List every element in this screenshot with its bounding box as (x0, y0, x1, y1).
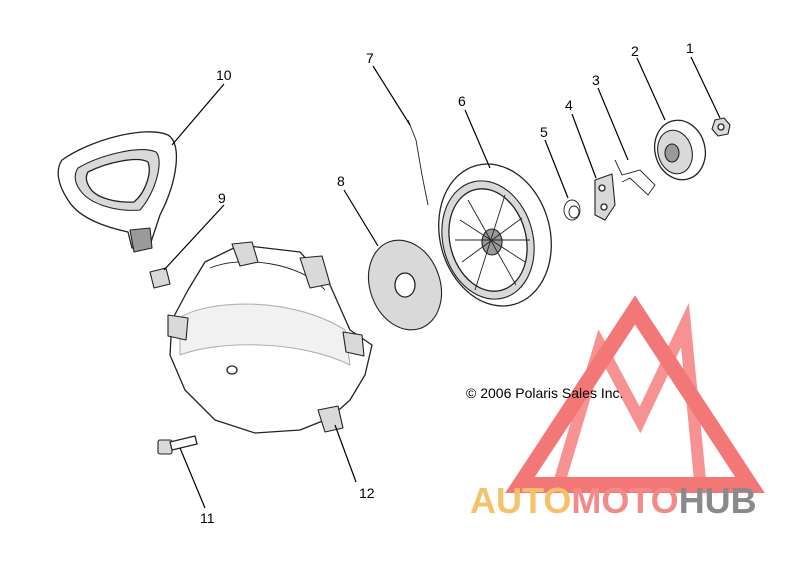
callout-12: 12 (359, 485, 375, 501)
part-7-rope (407, 119, 429, 206)
callout-3: 3 (592, 72, 600, 88)
part-3-clip (614, 159, 656, 196)
callout-10: 10 (216, 67, 232, 83)
part-10-handle (57, 131, 178, 253)
part-9-insert (149, 267, 171, 289)
part-5-spring (563, 199, 581, 221)
svg-text:AUTOMOTOHUB: AUTOMOTOHUB (470, 480, 757, 521)
part-12-housing (167, 241, 373, 434)
callout-4: 4 (565, 97, 573, 113)
part-6-pulley (438, 163, 552, 307)
callout-11: 11 (200, 510, 215, 526)
callout-6: 6 (458, 93, 466, 109)
watermark-hub: HUB (679, 480, 757, 521)
callout-labels: 1 2 3 4 5 6 7 8 9 10 11 12 (200, 40, 694, 526)
part-4-pawl (594, 173, 616, 221)
watermark-logo (505, 295, 765, 493)
watermark-moto: MOTO (571, 480, 678, 521)
copyright-text: © 2006 Polaris Sales Inc. (466, 385, 623, 401)
callout-5: 5 (540, 124, 548, 140)
callout-9: 9 (218, 190, 226, 206)
callout-2: 2 (631, 43, 639, 59)
watermark-text: AUTOMOTOHUB (470, 480, 757, 521)
part-11-bolt (157, 435, 198, 455)
part-8-washer (367, 239, 443, 331)
leader-lines (163, 56, 721, 509)
callout-8: 8 (337, 173, 345, 189)
part-2-plate (653, 119, 707, 181)
callout-7: 7 (366, 50, 374, 66)
watermark-auto: AUTO (470, 480, 571, 521)
part-1-nut (711, 117, 731, 137)
callout-1: 1 (686, 40, 694, 56)
